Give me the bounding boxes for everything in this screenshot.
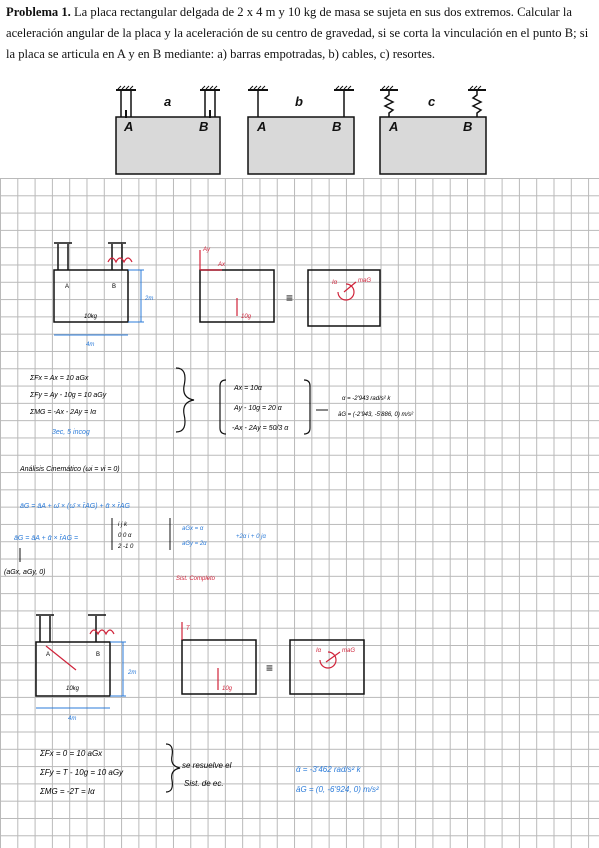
figure-b-label: b [295,94,303,109]
figure-b-point-b: B [332,119,341,134]
figure-a-label: a [164,94,171,109]
figure-c-label: c [428,94,436,109]
figure-b [247,89,355,175]
figure-a-point-b: B [199,119,208,134]
problem-statement: Problema 1. La placa rectangular delgada… [6,2,596,65]
figure-b-point-a: A [256,119,266,134]
problem-label: Problema 1. [6,5,71,19]
graph-paper [0,178,599,848]
support-figures: a A B b A B c A B [115,85,487,175]
figure-c-point-b: B [463,119,472,134]
figure-c-point-a: A [388,119,398,134]
problem-text: La placa rectangular delgada de 2 x 4 m … [6,5,589,61]
figure-c [379,89,487,175]
figure-a [115,89,221,175]
figure-a-point-a: A [123,119,133,134]
